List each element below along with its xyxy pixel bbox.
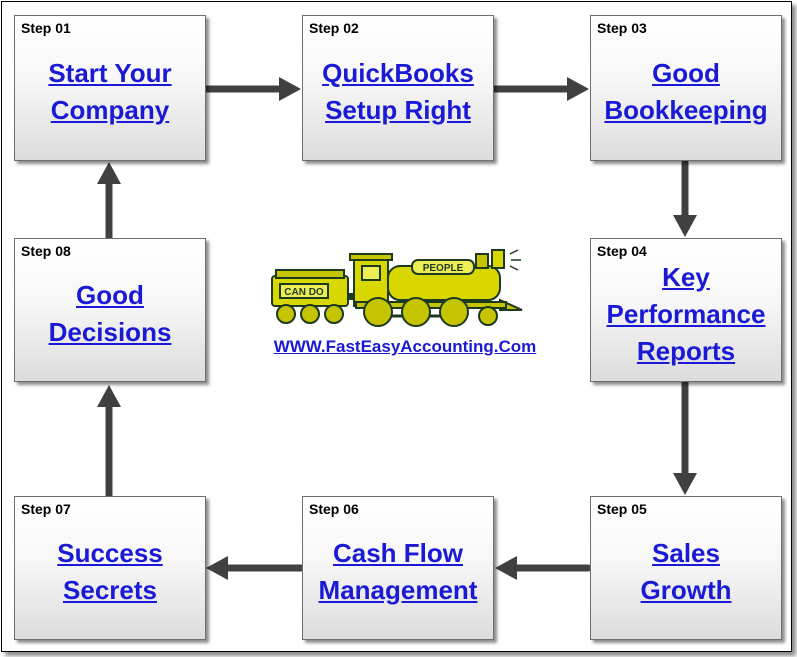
boiler-label: PEOPLE <box>423 263 464 274</box>
step-number: Step 01 <box>21 20 71 36</box>
wheel <box>439 297 469 327</box>
chimney <box>491 249 505 269</box>
tender-label: CAN DO <box>284 287 324 298</box>
step-number: Step 03 <box>597 20 647 36</box>
arrow-step06-to-step07 <box>206 556 305 580</box>
step-number: Step 07 <box>21 501 71 517</box>
boiler-plate <box>411 259 475 275</box>
train-logo: CAN DO PEOPLE <box>271 249 523 327</box>
step-number: Step 02 <box>309 20 359 36</box>
wheel <box>401 297 431 327</box>
wheel <box>276 304 296 324</box>
step-number: Step 08 <box>21 243 71 259</box>
wheel <box>363 297 393 327</box>
arrow-step03-to-step04 <box>673 159 697 237</box>
step-number: Step 05 <box>597 501 647 517</box>
arrow-step07-to-step08 <box>97 385 121 499</box>
arrow-step01-to-step02 <box>201 77 301 101</box>
tender-plate <box>279 283 329 299</box>
arrow-step04-to-step05 <box>673 379 697 495</box>
arrow-step02-to-step03 <box>489 77 589 101</box>
wheel <box>324 304 344 324</box>
wheel <box>478 306 498 326</box>
website-link[interactable]: WWW.FastEasyAccounting.Com <box>273 337 537 356</box>
wheel <box>300 304 320 324</box>
step-number: Step 06 <box>309 501 359 517</box>
arrow-step08-to-step01 <box>97 162 121 242</box>
step-number: Step 04 <box>597 243 647 259</box>
arrow-step05-to-step06 <box>495 556 592 580</box>
